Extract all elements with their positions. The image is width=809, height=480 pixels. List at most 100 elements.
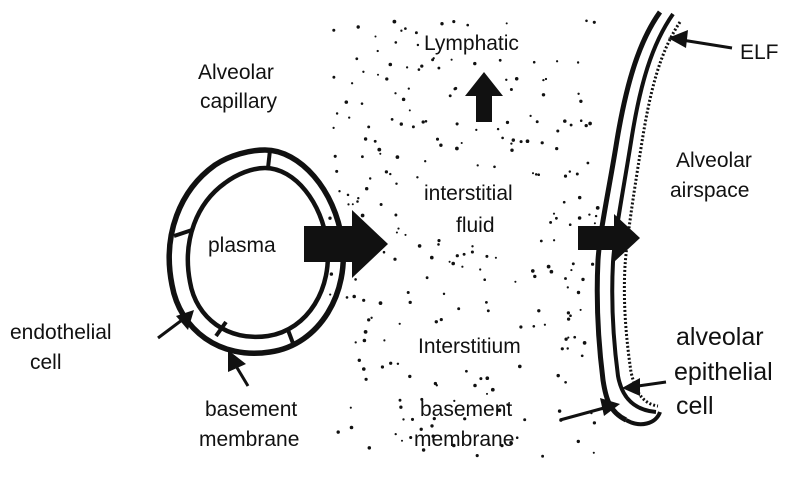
interstitial-dot [391, 118, 394, 121]
alveolar-epithelium [578, 12, 680, 424]
interstitial-dot [564, 338, 567, 341]
interstitial-dot [383, 251, 386, 254]
interstitial-dot [461, 142, 463, 144]
interstitial-dot [329, 294, 331, 296]
interstitial-dot [397, 228, 399, 230]
interstitial-dot [385, 170, 388, 173]
interstitial-dot [434, 382, 437, 385]
interstitial-dot [556, 374, 559, 377]
interstitial-dot [499, 59, 502, 62]
interstitial-dot [520, 140, 523, 143]
interstitial-dot [394, 41, 397, 44]
interstitial-dot [346, 296, 349, 299]
interstitial-dot [547, 265, 551, 269]
interstitial-dot [532, 172, 534, 174]
interstitial-dot [416, 176, 418, 178]
interstitial-dot [510, 148, 513, 151]
interstitial-dot [437, 239, 440, 242]
interstitial-dot [348, 116, 350, 118]
interstitial-dot [479, 268, 481, 270]
interstitial-dot [515, 77, 519, 81]
interstitial-dot [573, 336, 576, 339]
capillary-efflux-arrow [304, 210, 388, 278]
interstitial-dot [566, 347, 568, 349]
interstitial-dot [578, 196, 581, 199]
interstitial-dot [569, 314, 572, 317]
interstitial-dot [436, 138, 439, 141]
interstitial-dot [449, 261, 451, 263]
interstitial-dot [435, 320, 438, 323]
interstitial-dot [461, 266, 463, 268]
interstitial-dot [487, 309, 490, 312]
interstitial-dot [471, 250, 474, 253]
interstitial-dot [424, 160, 426, 162]
interstitial-dot [578, 216, 582, 220]
interstitial-dot [383, 339, 385, 341]
interstitial-dot [541, 455, 544, 458]
interstitial-dot [400, 122, 403, 125]
interstitial-dot [361, 155, 364, 158]
interstitial-dot [365, 187, 368, 190]
basement-membrane-right-pointer [560, 398, 620, 420]
interstitial-dot [567, 311, 570, 314]
interstitial-dot [535, 173, 538, 176]
interstitial-dot [335, 170, 338, 173]
interstitial-dot [570, 269, 572, 271]
interstitial-dot [532, 325, 535, 328]
interstitial-dot [506, 121, 509, 124]
interstitial-dot [564, 381, 567, 384]
interstitial-dot [420, 64, 423, 67]
basement-membrane-left-label: membrane [199, 428, 299, 451]
interstitial-dot [567, 286, 569, 288]
interstitial-dot [473, 384, 477, 388]
interstitial-dot [518, 365, 522, 369]
alveolar-epithelial-cell-label: alveolar [676, 323, 764, 351]
interstitial-dot [564, 277, 567, 280]
interstitial-dot [558, 409, 561, 412]
interstitial-dot [330, 272, 333, 275]
interstitial-dot [588, 122, 592, 126]
interstitial-dot [347, 203, 349, 205]
interstitial-dot [336, 112, 338, 114]
alveolar-epithelial-cell-label: cell [676, 392, 714, 420]
interstitial-dot [364, 330, 368, 334]
interstitial-dot [338, 190, 340, 192]
interstitial-dot [529, 115, 531, 117]
interstitial-dot [581, 278, 584, 281]
interstitial-dot [473, 62, 476, 65]
interstitial-dot [553, 213, 555, 215]
interstitial-dot [362, 71, 364, 73]
interstitial-dot [536, 120, 539, 123]
interstitial-dot [404, 234, 406, 236]
interstitial-dot [407, 291, 410, 294]
basement-membrane-left-label: basement [205, 398, 297, 421]
interstitial-dot [486, 393, 488, 395]
interstitial-dot [477, 164, 479, 166]
interstitial-dot [463, 253, 466, 256]
interstitial-dot [531, 269, 535, 273]
interstitial-dot [514, 281, 516, 283]
interstitial-dot [418, 244, 422, 248]
interstitial-dot [374, 140, 377, 143]
interstitial-dot [580, 119, 583, 122]
interstitial-dot [501, 137, 504, 140]
interstitial-dot [440, 318, 443, 321]
interstitial-dot [396, 155, 400, 159]
interstitial-dot [377, 74, 379, 76]
interstitial-dot [505, 79, 507, 81]
interstitial-dot [451, 59, 453, 61]
interstitial-dot [466, 24, 469, 27]
lymphatic-arrow [465, 72, 503, 122]
interstitial-dot [479, 377, 482, 380]
interstitial-dot [397, 363, 399, 365]
interstitial-dot [588, 213, 590, 215]
interstitial-dot [357, 25, 360, 28]
interstitial-dot [395, 182, 397, 184]
interstitial-dot [377, 148, 381, 152]
interstitial-dot [439, 144, 442, 147]
interstitial-dot [399, 323, 401, 325]
interstitial-dot [595, 215, 597, 217]
interstitial-dot [526, 139, 530, 143]
interstitial-dot [569, 170, 571, 172]
interstitial-dot [412, 125, 415, 128]
